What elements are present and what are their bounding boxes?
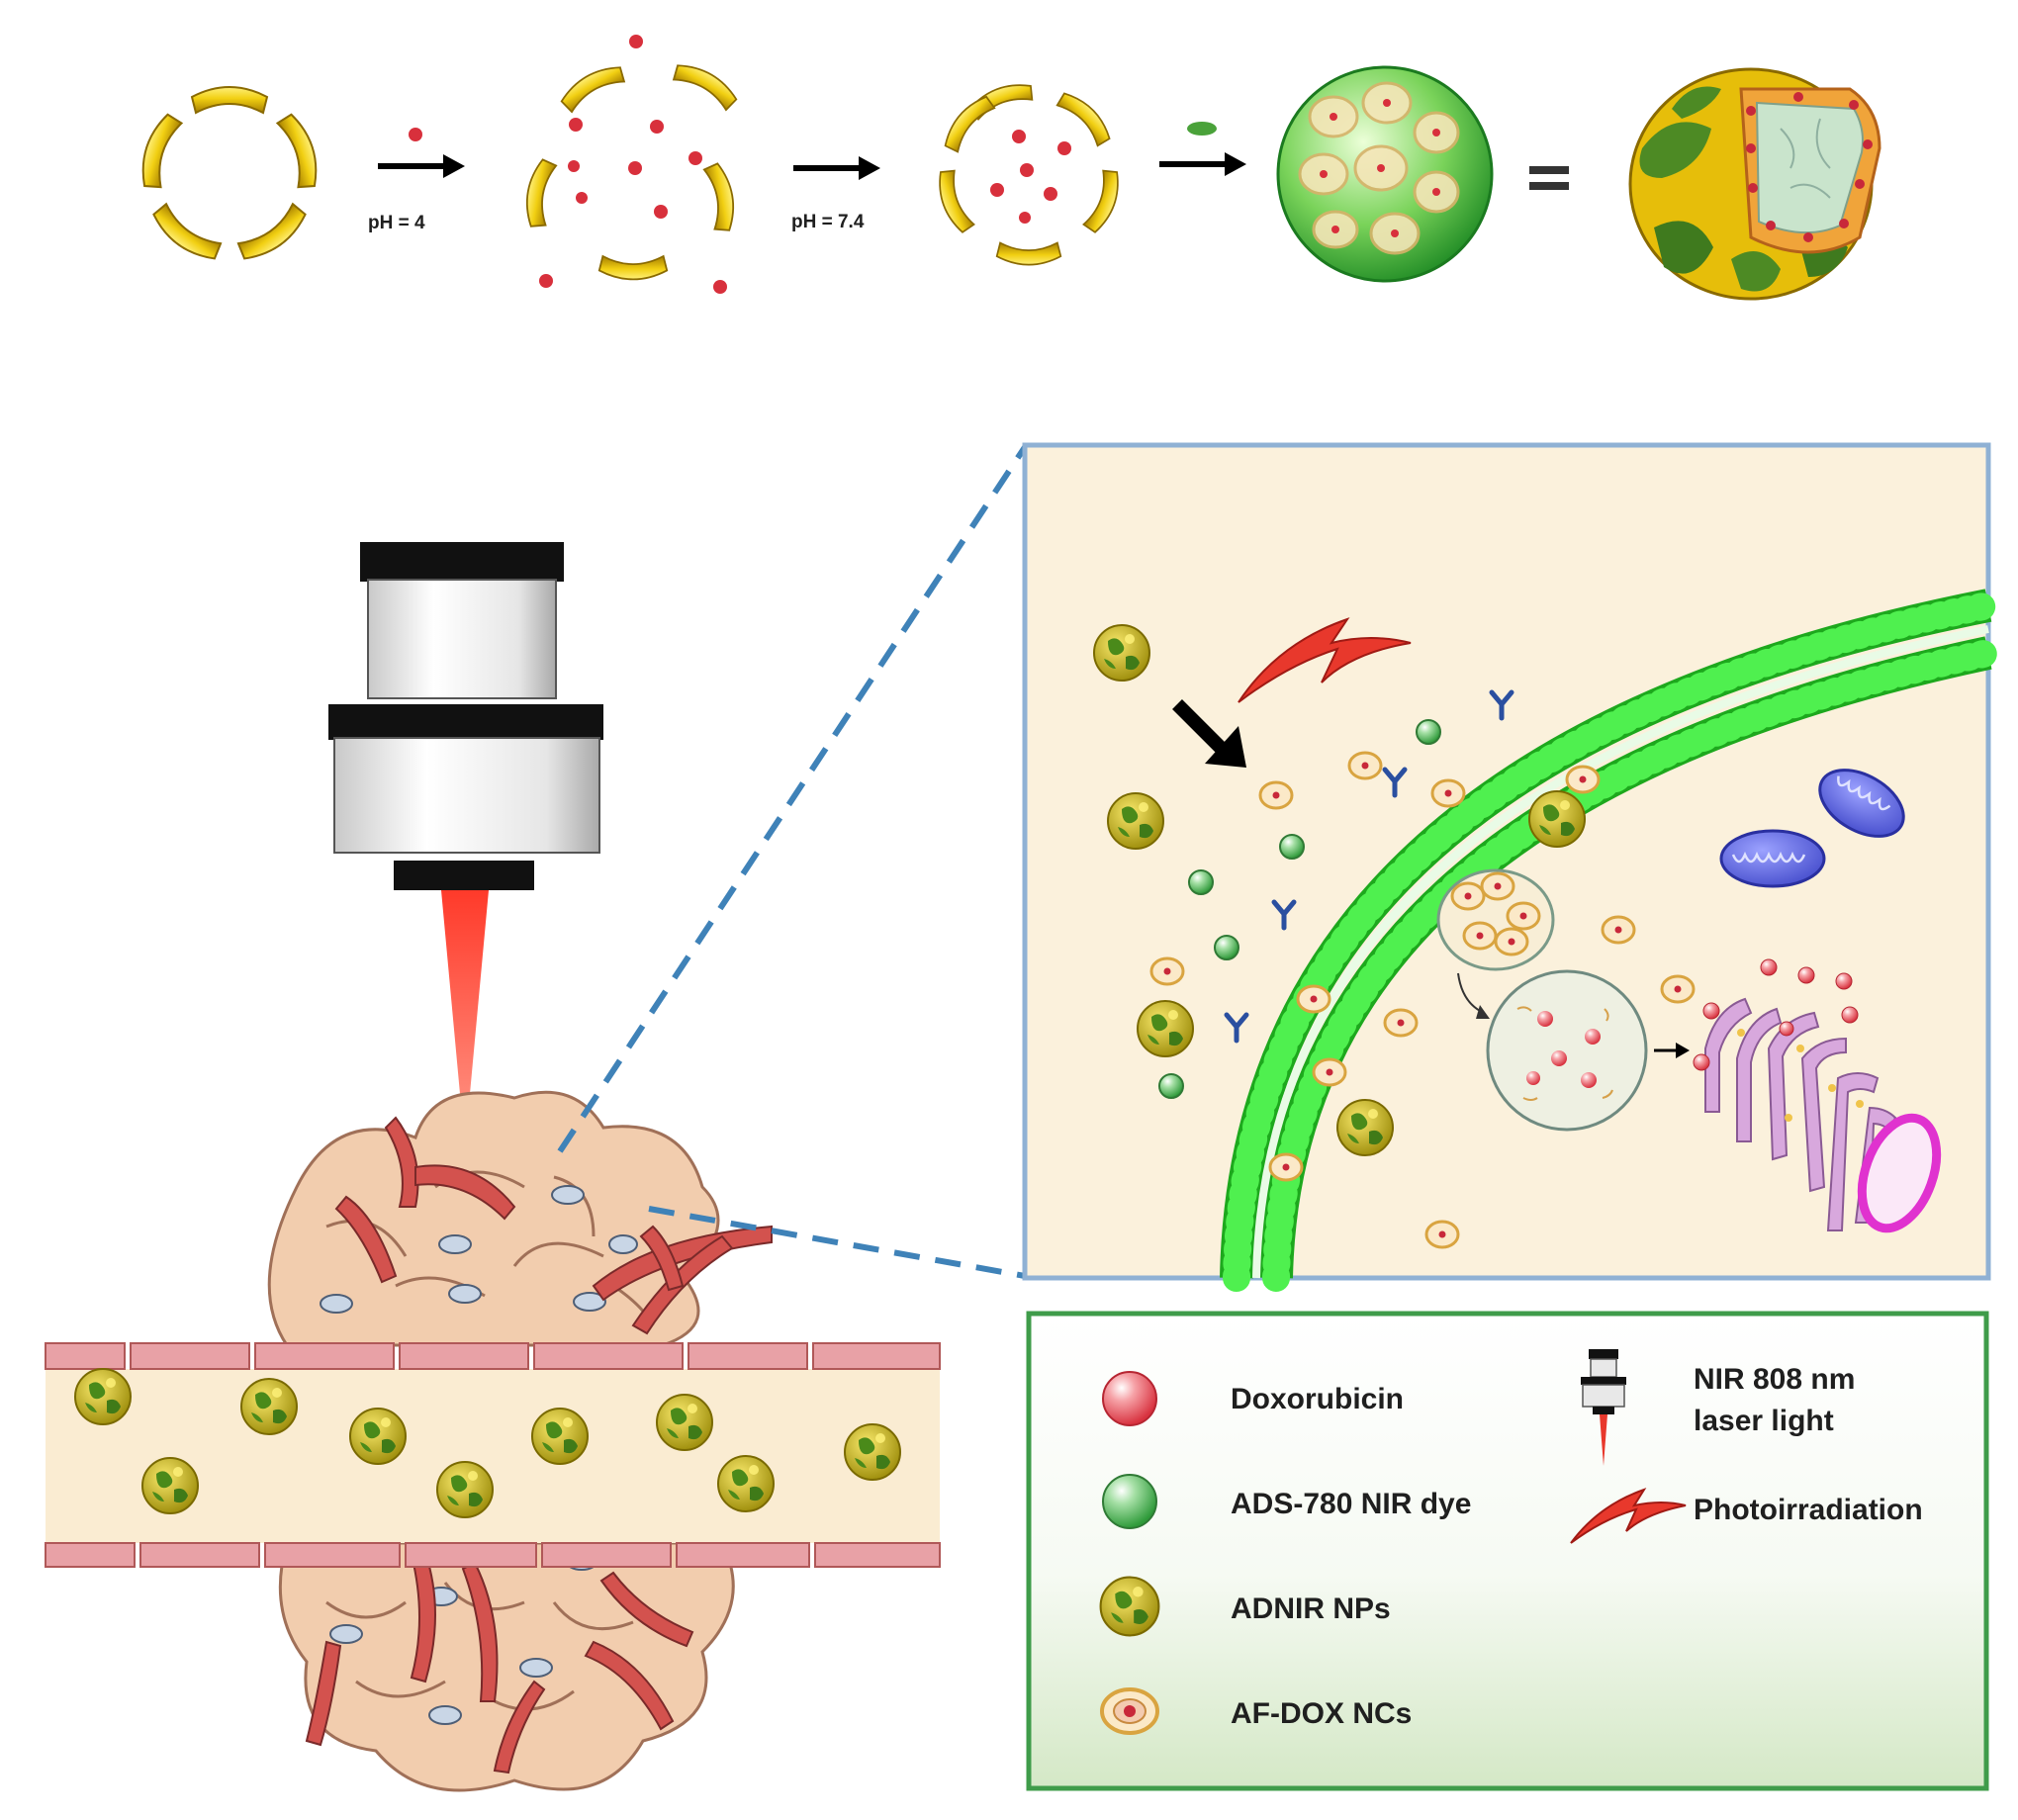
magenta-vesicle xyxy=(1857,1113,1942,1233)
af-dox-symbol xyxy=(1100,1687,1159,1735)
camera-lower-cap xyxy=(328,704,603,740)
camera-upper-body xyxy=(367,579,557,699)
vessel-wall-bottom xyxy=(45,1542,941,1568)
assembly-process: pH = 4 pH xyxy=(134,35,1881,301)
legend-label-ads-780: ADS-780 NIR dye xyxy=(1231,1488,1471,1520)
step-2-label: pH = 7.4 xyxy=(791,212,865,232)
golgi-vesicles xyxy=(1737,1029,1864,1122)
ring-intact xyxy=(134,86,325,268)
legend-item-af-dox: AF-DOX NCs xyxy=(1100,1687,1412,1735)
endosome xyxy=(1436,868,1555,971)
lysosome xyxy=(1486,969,1648,1132)
ring-loaded xyxy=(932,77,1126,266)
legend-item-ads-780: ADS-780 NIR dye xyxy=(1102,1474,1471,1529)
nir-laser-device xyxy=(328,542,603,1147)
step-1-label: pH = 4 xyxy=(368,213,425,233)
ring-opened xyxy=(520,35,742,294)
released-doxorubicin xyxy=(1693,958,1859,1071)
vessel-lumen xyxy=(46,1369,940,1543)
laser-device-icon xyxy=(1581,1349,1626,1466)
legend-label-laser-line1: NIR 808 nm xyxy=(1694,1363,1855,1396)
nir-dye-symbol xyxy=(1102,1474,1157,1529)
blood-vessel xyxy=(45,1342,941,1568)
camera-top-cap xyxy=(360,542,564,582)
legend-item-laser: NIR 808 nm laser light xyxy=(1581,1349,1855,1466)
doxorubicin-symbol xyxy=(1102,1371,1157,1426)
legend-label-af-dox: AF-DOX NCs xyxy=(1231,1697,1412,1730)
mitochondrion-1 xyxy=(1818,769,1905,838)
photoirradiation-icon xyxy=(1570,1488,1687,1544)
nanocluster-sphere xyxy=(1276,65,1494,283)
arrow-step-2: pH = 7.4 xyxy=(791,156,880,232)
legend-item-doxorubicin: Doxorubicin xyxy=(1102,1371,1404,1426)
cellular-uptake-panel xyxy=(1022,442,2002,1292)
arrow-step-1: pH = 4 xyxy=(368,128,465,233)
nanoparticle-cutaway xyxy=(1628,67,1881,301)
panel-nir-dye xyxy=(1158,719,1441,1099)
camera-nozzle xyxy=(394,861,534,890)
legend: Doxorubicin ADS-780 NIR dye ADNIR NPs AF… xyxy=(1026,1311,1989,1791)
legend-label-laser-line2: laser light xyxy=(1694,1405,1834,1437)
mitochondrion-2 xyxy=(1719,829,1826,888)
legend-label-photoirradiation: Photoirradiation xyxy=(1694,1494,1923,1526)
legend-label-doxorubicin: Doxorubicin xyxy=(1231,1383,1404,1415)
uptake-arrow xyxy=(1172,699,1246,768)
vessel-wall-top xyxy=(45,1342,941,1370)
arrow-step-3 xyxy=(1159,122,1246,176)
laser-beam xyxy=(441,890,489,1147)
legend-label-adnir-nps: ADNIR NPs xyxy=(1231,1592,1391,1625)
adnir-np-symbol xyxy=(1099,1576,1160,1637)
zoom-lines xyxy=(557,445,1028,1279)
camera-lower-body xyxy=(333,737,600,854)
release-arrow xyxy=(1654,1043,1690,1058)
tumor-upper xyxy=(267,1090,773,1347)
legend-item-photoirradiation: Photoirradiation xyxy=(1570,1488,1923,1544)
legend-item-adnir-nps: ADNIR NPs xyxy=(1099,1576,1391,1637)
tumor-lower xyxy=(278,1541,735,1792)
photoirradiation-bolt xyxy=(1238,617,1412,703)
equals-sign xyxy=(1529,166,1569,190)
